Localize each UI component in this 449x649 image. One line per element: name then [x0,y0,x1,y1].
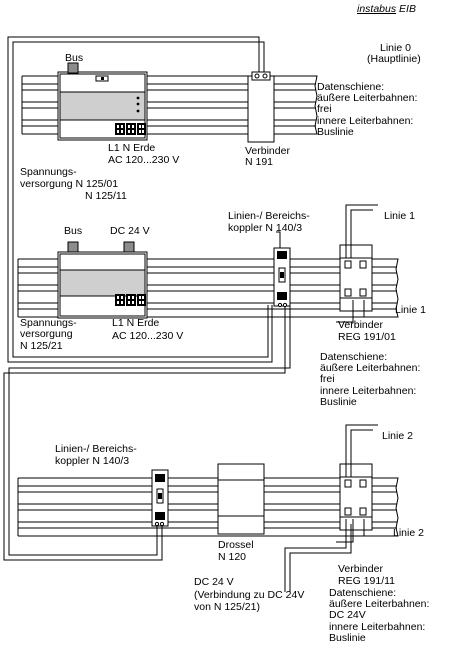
power-supply-2 [57,241,148,319]
bus-label-2: Bus [64,225,83,237]
connector-name-2: Verbinder [338,319,383,331]
coupler-name-1b: koppler N 140/3 [228,222,303,234]
rail-outer-3: äußere Leiterbahnen: [329,598,430,610]
rail-title-1: Datenschiene: [317,81,385,93]
brand-suffix: EIB [399,3,416,15]
terminals-label-1: L1 N Erde [108,142,156,154]
ac-rating-2: AC 120...230 V [112,330,184,342]
choke-n120 [217,463,265,535]
rail-inner-val-3: Buslinie [329,632,366,644]
choke-id: N 120 [218,551,247,563]
psu-name-2c: N 125/21 [20,340,63,352]
connector-name-1: Verbinder [245,145,290,157]
psu-name-2: Spannungs- [20,317,77,329]
connector-id-2: REG 191/01 [338,331,396,343]
line-2-bottom-label: Linie 2 [393,527,424,539]
connector-n191 [247,71,275,143]
rail-inner-2: innere Leiterbahnen: [320,385,417,397]
line-1-wires [336,204,390,323]
connector-reg19111 [339,463,373,531]
din-rail-3 [17,477,399,537]
line-2-wires [336,424,390,543]
line-0-sub: (Hauptlinie) [367,53,421,65]
coupler-name-2b: koppler N 140/3 [55,455,130,467]
rail-outer-val-3: DC 24V [329,609,366,621]
coupler-name-2: Linien-/ Bereichs- [55,443,137,455]
connector-reg19101 [339,244,373,312]
rail-inner-3: innere Leiterbahnen: [329,621,426,633]
main-line-wires [7,36,273,363]
psu-name-2b: versorgung [20,328,73,340]
coupler-1-wires [3,231,291,561]
line-coupler-2 [151,469,169,527]
line-2-top-label: Linie 2 [382,430,413,442]
terminals-label-2: L1 N Erde [112,317,160,329]
psu-name-1b: versorgung N 125/01 [20,178,119,190]
rail-outer-1: äußere Leiterbahnen: [317,92,418,104]
connector-id-3: REG 191/11 [338,575,396,587]
connector-name-3: Verbinder [338,563,383,575]
connector-id-1: N 191 [245,156,274,168]
rail-outer-2: äußere Leiterbahnen: [320,362,421,374]
brand-name: instabus [357,3,397,15]
line-0-label: Linie 0 [380,42,411,54]
dc-note: (Verbindung zu DC 24V [194,589,305,601]
psu-name-1: Spannungs- [20,166,77,178]
rail-inner-val-2: Buslinie [320,396,357,408]
dc-label-3: DC 24 V [194,576,234,588]
line-coupler-1 [273,247,291,308]
rail-inner-1: innere Leiterbahnen: [317,115,414,127]
choke-name: Drossel [218,539,254,551]
rail-inner-val-1: Buslinie [317,126,354,138]
brand-label: instabus EIB [357,3,416,16]
ac-rating-1: AC 120...230 V [108,154,180,166]
rail-outer-val-2: frei [320,373,335,385]
rail-title-2: Datenschiene: [320,351,388,363]
power-supply-1 [57,62,148,141]
dc-label-2: DC 24 V [110,225,150,237]
rail-outer-val-1: frei [317,103,332,115]
bus-label-1: Bus [65,52,84,64]
coupler-name-1: Linien-/ Bereichs- [228,210,310,222]
rail-title-3: Datenschiene: [329,587,397,599]
line-1-top-label: Linie 1 [384,210,415,222]
dc-24v-wires [284,519,352,592]
dc-note-b: von N 125/21) [194,601,260,613]
psu-name-1c: N 125/11 [85,190,127,202]
line-1-bottom-label: Linie 1 [395,304,426,316]
